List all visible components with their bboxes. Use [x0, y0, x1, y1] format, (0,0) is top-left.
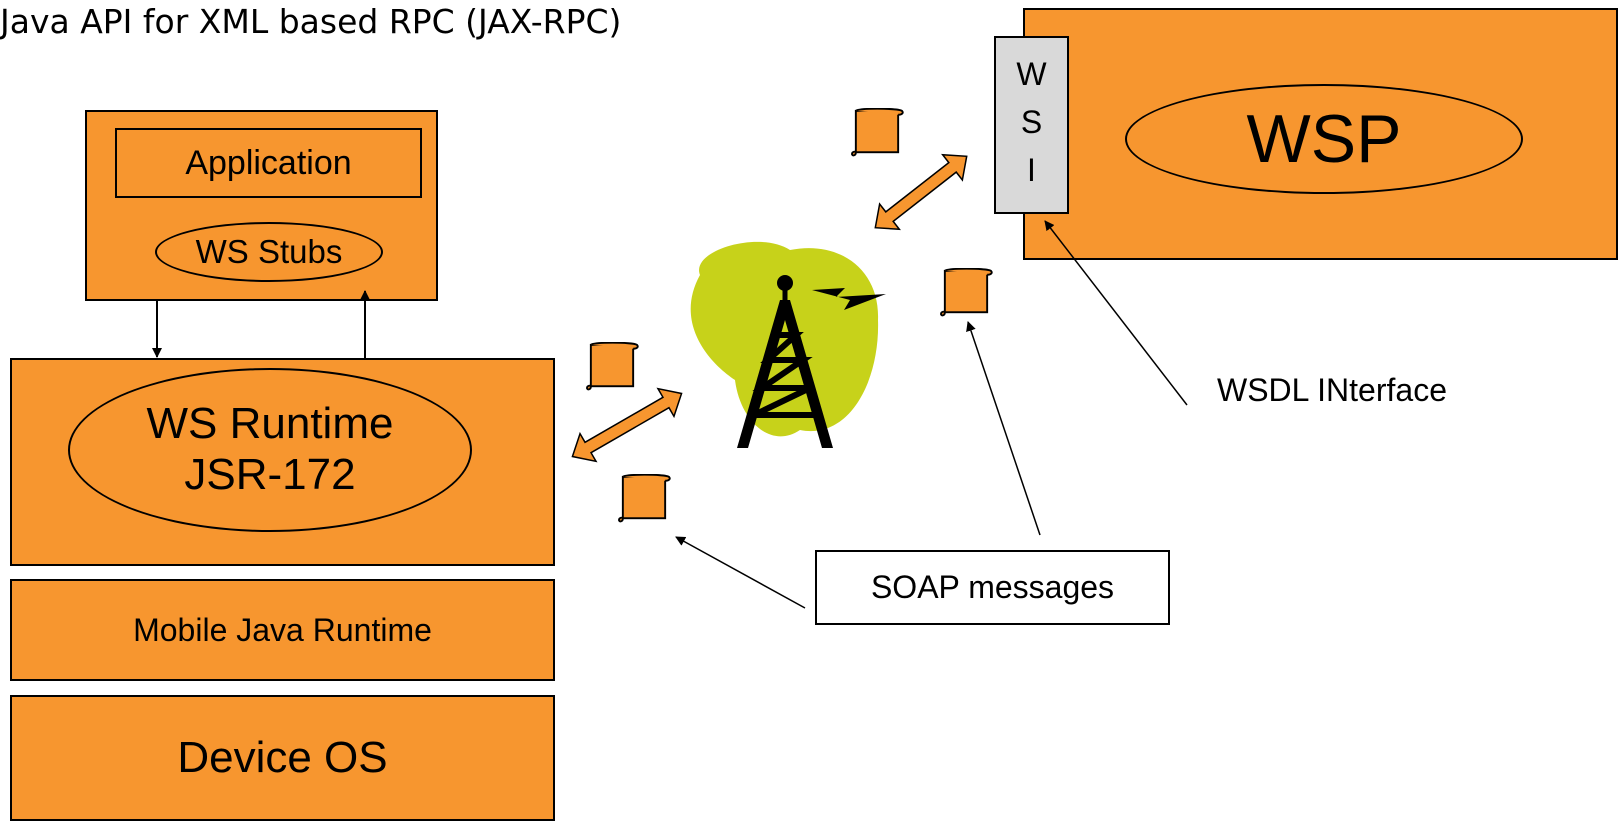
ws-runtime-label: WS Runtime: [146, 399, 394, 449]
wsp-label: WSP: [1246, 101, 1402, 177]
mobile-java-runtime-label: Mobile Java Runtime: [133, 611, 432, 648]
wsi-letter-s: S: [1020, 104, 1043, 140]
soap-pointer-up: [966, 321, 1041, 536]
jsr-label: JSR-172: [184, 450, 356, 499]
soap-message-icon-4: [617, 474, 671, 523]
ws-runtime-ellipse: WS Runtime JSR-172: [68, 368, 472, 532]
ws-stubs-ellipse: WS Stubs: [155, 222, 383, 282]
soap-pointer-left: [675, 536, 806, 609]
device-os-label: Device OS: [177, 733, 388, 782]
ws-stubs-label: WS Stubs: [195, 233, 343, 270]
page-title: Java API for XML based RPC (JAX-RPC): [0, 2, 622, 41]
soap-message-icon-3: [585, 342, 639, 391]
mobile-java-runtime-box: Mobile Java Runtime: [10, 579, 555, 681]
soap-message-icon-2: [939, 268, 993, 317]
wsdl-interface-label: WSDL INterface: [1217, 372, 1447, 408]
wsi-letter-i: I: [1027, 152, 1036, 188]
wsi-letter-w: W: [1016, 56, 1047, 92]
device-os-box: Device OS: [10, 695, 555, 821]
soap-messages-label: SOAP messages: [870, 569, 1115, 605]
wsdl-pointer: [1044, 220, 1188, 406]
application-box: Application: [115, 128, 422, 198]
wireless-tower-icon: [690, 241, 886, 448]
double-arrow-right: [874, 153, 968, 231]
soap-messages-box: SOAP messages: [815, 550, 1170, 625]
wsp-ellipse: WSP: [1125, 84, 1523, 194]
application-label: Application: [185, 143, 352, 182]
wsi-interface-box: [994, 36, 1069, 214]
soap-message-icon-1: [850, 108, 904, 157]
double-arrow-left: [571, 387, 683, 463]
